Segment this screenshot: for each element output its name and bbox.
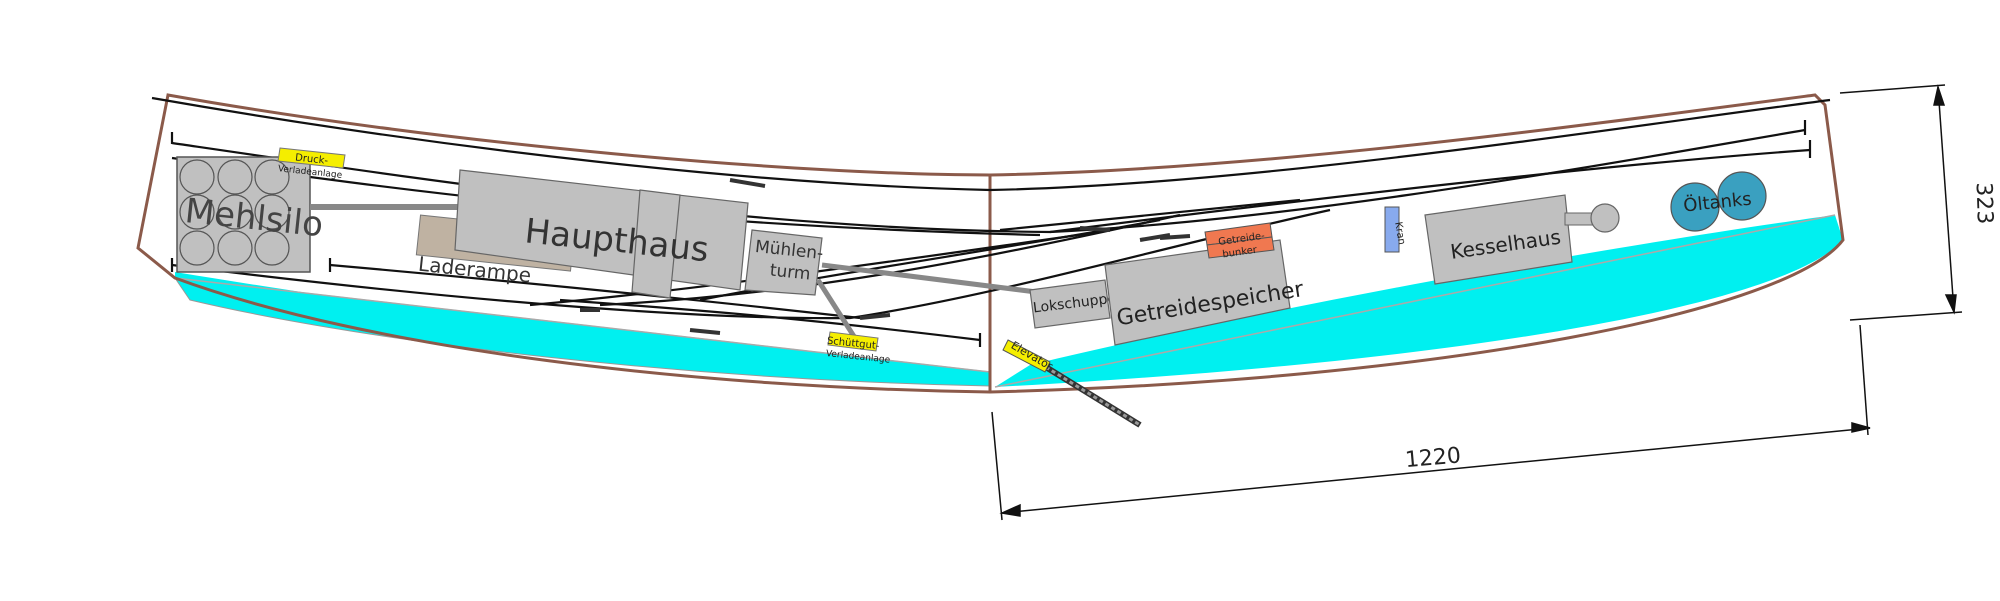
dimension-depth (1839, 84, 1963, 321)
dimension-width-label: 1220 (1404, 443, 1462, 473)
dimension-width (991, 324, 1871, 521)
mehlsilo: Mehlsilo (176, 156, 325, 273)
getreidebunker: Getreide- bunker (1204, 222, 1275, 261)
getreide-label-2: bunker (1222, 245, 1259, 261)
baseboard-outline (136, 93, 1845, 394)
kesselhaus: Kesselhaus (1424, 194, 1620, 285)
dimension-depth-label: 323 (1971, 182, 1997, 225)
kran-label: Kran (1392, 221, 1407, 246)
muehlenturm-label-2: turm (769, 260, 812, 284)
druck-label-1: Druck- (295, 152, 329, 166)
getreidespeicher: Getreidespeicher (1104, 239, 1306, 346)
switch-marks (580, 178, 1191, 335)
kran: Kran (1384, 206, 1407, 253)
haupthaus: Haupthaus (454, 169, 749, 299)
oeltanks: Öltanks (1670, 171, 1767, 232)
water-left-fill (173, 277, 991, 387)
muehlenturm: Mühlen- turm (744, 229, 824, 296)
